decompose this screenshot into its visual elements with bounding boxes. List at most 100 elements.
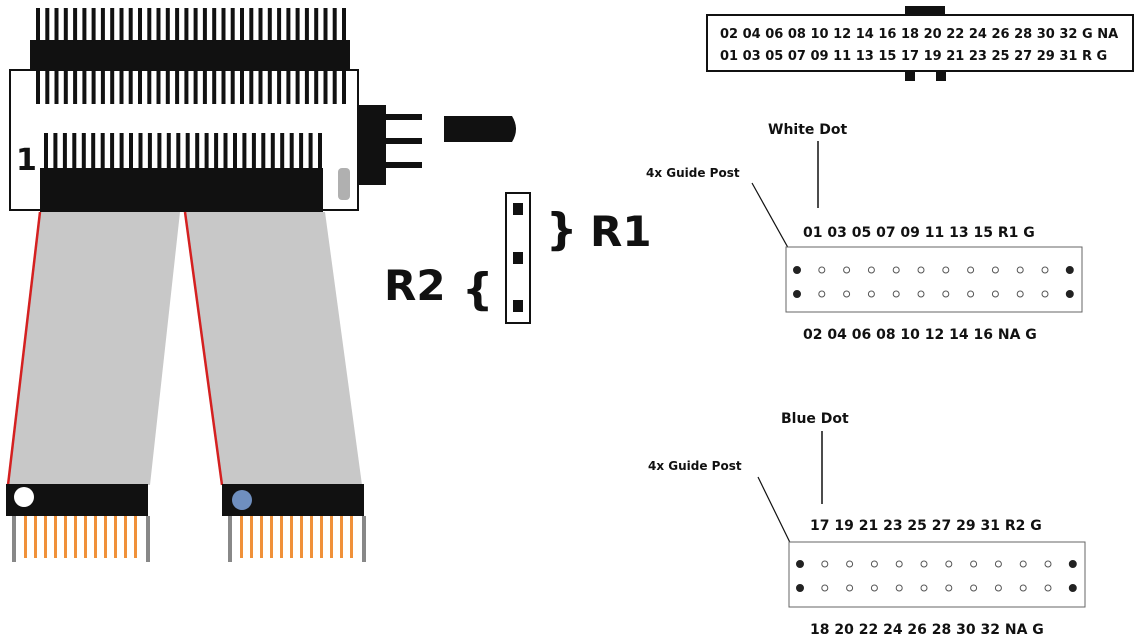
- jumper-strip-pin-2: [513, 252, 523, 264]
- left-connector-contacts: [12, 516, 150, 562]
- white-bottom-pin-label: 14: [944, 327, 969, 343]
- connector-contact: [250, 516, 253, 558]
- header-pinout: 02 04 06 08 10 12 14 16 18 20 22 24 26 2…: [706, 6, 1134, 81]
- adapter-pin: [100, 70, 105, 104]
- socket-hole: [945, 560, 953, 568]
- header-top-pin-label: 10: [806, 27, 829, 42]
- header-bottom-pin-label: 11: [829, 49, 852, 64]
- blue-dot-label: Blue Dot: [781, 411, 849, 427]
- adapter-pin: [184, 70, 189, 104]
- white-dot-block: White Dot 4x Guide Post 01 03 05 07 09 1…: [646, 122, 1083, 343]
- adapter-pin: [53, 133, 58, 169]
- adapter-pin: [212, 8, 217, 42]
- connector-contact: [64, 516, 67, 558]
- blue-top-pin-label: 31: [976, 518, 1000, 534]
- blue-top-pin-label: 25: [903, 518, 927, 534]
- white-top-pin-label: 15: [969, 225, 993, 241]
- adapter-pin: [332, 70, 337, 104]
- blue-bottom-pin-label: 30: [951, 622, 976, 638]
- jumper-diagram: } R1 R2 {: [384, 192, 652, 324]
- socket-hole: [892, 266, 900, 274]
- header-bottom-pin-label: 29: [1032, 49, 1055, 64]
- white-bottom-pin-label: 12: [920, 327, 944, 343]
- adapter-pin: [73, 8, 78, 42]
- adapter-pin: [91, 70, 96, 104]
- adapter-pins-upper: [36, 70, 346, 104]
- socket-hole: [895, 560, 903, 568]
- header-bottom-pin-label: 09: [806, 49, 829, 64]
- header-top-row: 02 04 06 08 10 12 14 16 18 20 22 24 26 2…: [720, 27, 1118, 42]
- header-key-notch: [905, 6, 945, 16]
- socket-hole: [1044, 560, 1052, 568]
- adapter-pin: [202, 70, 207, 104]
- adapter-pin: [165, 70, 170, 104]
- socket-hole: [892, 290, 900, 298]
- adapter-pin: [204, 133, 209, 169]
- connector-contact: [54, 516, 57, 558]
- guide-pin: [12, 516, 16, 562]
- adapter-pin: [280, 133, 285, 169]
- adapter-pin: [165, 8, 170, 42]
- socket-hole: [1041, 290, 1049, 298]
- adapter-pin: [138, 70, 142, 104]
- connector-contact: [240, 516, 243, 558]
- socket-hole: [821, 584, 829, 592]
- adapter-assembly: 1: [6, 8, 516, 562]
- adapter-pin: [81, 133, 86, 169]
- blue-top-pin-label: 27: [927, 518, 951, 534]
- adapter-pin: [221, 70, 226, 104]
- header-latch-left: [905, 70, 915, 81]
- adapter-pin: [44, 133, 48, 169]
- socket-hole: [917, 266, 925, 274]
- connector-contact: [134, 516, 137, 558]
- adapter-pin: [45, 8, 50, 42]
- guide-pin: [228, 516, 232, 562]
- adapter-pin: [314, 70, 319, 104]
- blue-bottom-pin-label: 32: [976, 622, 1000, 638]
- white-bottom-pin-label: 10: [896, 327, 921, 343]
- header-top-pin-label: 30: [1032, 27, 1055, 42]
- right-ribbon-cable: [185, 212, 362, 485]
- adapter-pin: [304, 70, 309, 104]
- socket-hole: [991, 266, 999, 274]
- header-top-pin-label: 02: [720, 27, 738, 42]
- adapter-pin: [119, 70, 124, 104]
- white-top-pin-label: 07: [871, 225, 895, 241]
- adapter-pin: [138, 8, 142, 42]
- blue-top-pin-label: G: [1025, 518, 1041, 534]
- header-top-pin-label: 14: [851, 27, 874, 42]
- adapter-pin: [110, 8, 115, 42]
- blue-dot-marker: [232, 490, 252, 510]
- adapter-pin: [221, 8, 226, 42]
- jumper-pin-3: [386, 162, 422, 168]
- socket-hole: [870, 560, 878, 568]
- adapter-pin: [36, 70, 40, 104]
- connector-contact: [330, 516, 333, 558]
- connector-contact: [340, 516, 343, 558]
- socket-hole: [895, 584, 903, 592]
- jumper-pin-1: [386, 114, 422, 120]
- adapter-pin: [202, 8, 207, 42]
- adapter-pin: [54, 8, 59, 42]
- header-bottom-pin-label: 01: [720, 49, 738, 64]
- r2-label: R2: [384, 261, 446, 310]
- white-bottom-pin-label: G: [1020, 327, 1036, 343]
- blue-top-pin-label: 17: [810, 518, 829, 534]
- socket-hole: [942, 290, 950, 298]
- adapter-pin: [267, 70, 272, 104]
- blue-bottom-pin-label: 22: [854, 622, 878, 638]
- adapter-pin: [72, 133, 77, 169]
- header-top-pin-label: 28: [1010, 27, 1033, 42]
- adapter-pin: [119, 133, 124, 169]
- header-top-pin-label: 12: [829, 27, 852, 42]
- pin1-label: 1: [16, 143, 37, 178]
- adapter-pin: [73, 70, 78, 104]
- adapter-pin: [242, 133, 247, 169]
- header-bottom-pin-label: 03: [738, 49, 761, 64]
- adapter-pin: [156, 70, 161, 104]
- jumper-strip-pin-1: [513, 203, 523, 215]
- header-bottom-pin-label: 23: [964, 49, 987, 64]
- header-bottom-pin-label: 05: [761, 49, 784, 64]
- blue-bottom-pin-label: 18: [810, 622, 829, 638]
